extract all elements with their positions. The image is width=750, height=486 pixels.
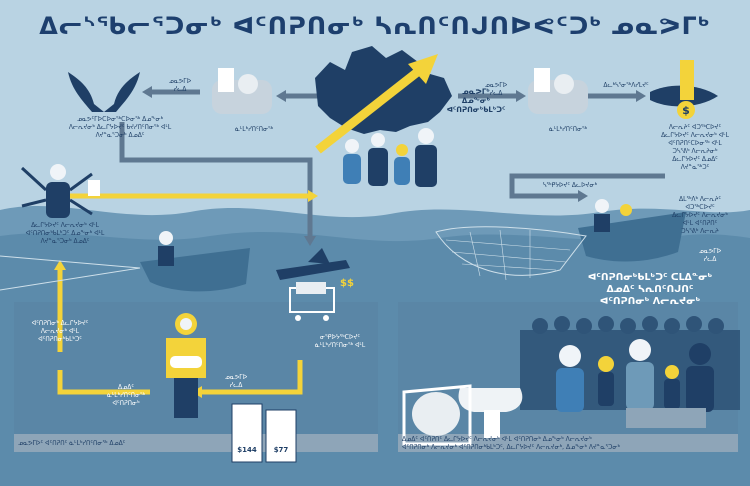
svg-text:$$: $$ <box>340 278 354 289</box>
label-money-right: ᓈᒻᒪᒃᓯᑎᑦᑎᓂᖅ <box>548 126 588 133</box>
arrow-store-to-person <box>200 360 303 395</box>
growth-arrow-head <box>408 54 438 84</box>
label-fisher-desc: ᐃᓄᐃᑦ ᓈᒻᒪᒃᓯᑎᑦᑎᓂᖅ ᐊᑦᑎᕈᑎᓂᒃ <box>106 384 146 407</box>
growth-arrow <box>315 66 423 154</box>
crowd <box>520 316 740 428</box>
goods-pile-left <box>212 68 272 114</box>
label-arrow-to-people: ᓄᓇᕗᒥᐅ ᓯᓚᐃ <box>698 248 722 263</box>
price-tag-1: $144 <box>237 446 257 454</box>
flow-arrows-yellow <box>57 193 310 395</box>
sewing-items <box>402 384 523 446</box>
label-arrow-bottom: ᓄᓇᕗᒥᐅ ᓯᓚᐃ <box>224 374 248 389</box>
price-tag-2: $77 <box>273 446 289 454</box>
boat-right <box>435 199 686 281</box>
label-footer-left: ᓄᓇᕗᒥᐅᑦ ᐊᑦᑎᕈᑎᑦ ᓈᒻᒪᒃᓯᑎᑦᑎᓂᖅ ᐃᓄᐃᑦ <box>18 440 126 447</box>
arrow-heads-gray <box>142 86 646 246</box>
label-left-mid: ᐊᑦᑎᕈᑎᓂᒃ ᐃᓚᒋᔭᐅᔪᑦ ᐱᓕᕆᔪᓂᒃ ᐊᒻᒪ ᐊᑦᑎᕈᑎᓂᒃᑲᒪᒃᑐᑦ <box>31 320 89 343</box>
label-people-big: ᐊᑦᑎᕈᑎᓂᒃᑲᒪᒃᑐᑦ ᑕᒪᐃᓐᓂᒃ ᐃᓄᐃᑦ ᓴᕆᑎᑦᑎᒍᑎᑦ ᐊᑦᑎᕈᑎᓂ… <box>587 272 713 307</box>
price-tags <box>231 403 297 463</box>
worker-with-tools <box>20 164 100 218</box>
sea-deep <box>0 231 750 486</box>
svg-text:$: $ <box>682 104 690 117</box>
arrow-to-boat <box>509 173 665 199</box>
boat-left <box>0 231 250 292</box>
plane-icon <box>276 248 350 280</box>
label-hands: ᓄᓇᕗᑦᒥᐅᑕᐅᓂᖅᑕᐅᓂᖅ ᐃᓄᖕᓂᒃ ᐱᓕᕆᔪᓂᒃ ᐃᓚᒋᔭᐅᔪᑦ ᑲᔪᓯᑎ… <box>68 116 172 139</box>
page-title: ᐃᓕᔅᖃᓕᕐᑐᓂᒃ ᐊᑦᑎᕈᑎᓂᒃ ᓴᕆᑎᑦᑎᒍᑎᐅᕙᑦᑐᒃ ᓄᓇᕗᒥᒃ <box>39 12 711 40</box>
label-boat-right: ᐃᒪᖅᐱᒃ ᐱᓕᕆᔨᑦ ᐊᑐᖅᑕᐅᔪᑦ ᐃᓚᒋᔭᐅᔪᑦ ᐱᓕᕆᔪᓂᒃ ᐊᒻᒪ ᐊ… <box>672 196 728 235</box>
label-left-workers: ᐃᓚᒋᔭᐅᔪᑦ ᐱᓕᕆᔪᓂᒃ ᐊᒻᒪ ᐊᑦᑎᕈᑎᓂᒃᑲᒪᒃᑐᑦ ᐃᓄᖕᓂᒃ ᐊᒻ… <box>25 222 105 245</box>
goods-pile-right <box>528 68 588 114</box>
label-footer-right: ᐃᓄᐃᑦ ᐊᑦᑎᕈᑎᑦ ᐃᓚᒋᔭᐅᔪᑦ ᐱᓕᕆᔪᓂᒃ ᐊᒻᒪ ᐊᑦᑎᕈᑎᓂᒃ ᐃ… <box>402 436 620 451</box>
hands-icon <box>68 72 140 112</box>
label-arrow-fish: ᐃᓚᒃᓴᕐᓂᖅᐱᓯᒪᔪᑦ <box>603 82 649 89</box>
label-fish-desc: ᐱᓕᕆᔨᑦ ᐊᑐᖅᑕᐅᔪᑦ ᐃᓚᒋᔭᐅᔪᑦ ᐱᓕᕆᔪᓂᒃ ᐊᒻᒪ ᐊᑦᑎᕈᑎᑦᑕ… <box>661 124 729 171</box>
label-net-arrow: ᓴᖅᑭᔭᐅᔪᑦ ᐃᓚᐅᔪᓂᒃ <box>542 182 598 189</box>
label-arrow-top-left: ᓄᓇᕗᒥᐅ ᓯᓚᐃ <box>168 78 192 93</box>
footer-bar-right <box>398 434 738 452</box>
fish-money-icon: $ <box>650 60 718 119</box>
family-group <box>343 128 437 187</box>
shopping-cart-icon: $$ <box>289 278 354 321</box>
label-money-left: ᓈᒻᒪᒃᓯᑎᑦᑎᓂᖅ <box>234 126 274 133</box>
label-arrow-top-right: ᓄᓇᕗᒥᐅ ᓯᓚᐃ <box>484 82 508 97</box>
label-center-canada: ᓄᓇᕗᒥᒃ ᐃᓄᖕᓂᒃ ᐊᑦᑎᕈᑎᓂᒃᑲᒪᒃᑐᑦ <box>446 88 506 114</box>
label-store: ᓂᕿᐅᔭᖅᑕᐅᔪᑦ ᓈᒻᒪᒃᓯᑎᑦᑎᓂᖅ ᐊᒻᒪ <box>314 334 366 349</box>
arrow-to-left <box>57 370 150 395</box>
fisher-person <box>166 313 206 418</box>
